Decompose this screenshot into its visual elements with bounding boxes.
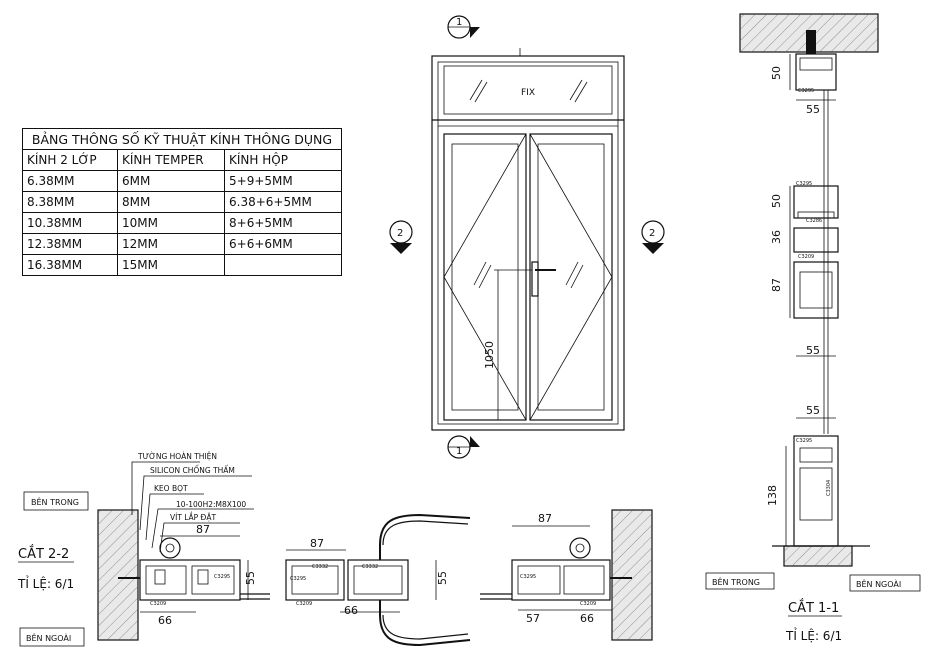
svg-text:87: 87: [196, 523, 210, 536]
door-elevation: FIX 1050 1: [389, 15, 665, 459]
table-cell: 6+6+6MM: [224, 233, 342, 255]
svg-text:C3304: C3304: [826, 480, 832, 496]
svg-text:C3295: C3295: [520, 574, 536, 580]
inside-label-box: [23, 491, 89, 511]
table-title: BẢNG THÔNG SỐ KỸ THUẬT KÍNH THÔNG DỤNG: [22, 128, 342, 150]
svg-text:66: 66: [580, 612, 594, 625]
svg-text:C3295: C3295: [290, 576, 306, 582]
table-row: 8.38MM 8MM 6.38+6+5MM: [22, 191, 342, 213]
table-cell: 15MM: [117, 254, 225, 276]
handle-height-dim: 1050: [483, 341, 496, 369]
svg-text:C3295: C3295: [796, 181, 812, 187]
svg-text:1: 1: [456, 446, 462, 457]
section-mark-2-left: 2: [389, 220, 413, 254]
svg-text:87: 87: [770, 278, 783, 292]
table-cell: 12.38MM: [22, 233, 118, 255]
svg-text:C3295: C3295: [796, 438, 812, 444]
svg-text:138: 138: [766, 485, 779, 506]
svg-text:66: 66: [158, 614, 172, 627]
svg-text:C3332: C3332: [362, 564, 378, 570]
svg-text:36: 36: [770, 230, 783, 244]
table-cell: 16.38MM: [22, 254, 118, 276]
fix-label: FIX: [521, 88, 535, 98]
svg-text:C3286: C3286: [806, 218, 822, 224]
outside-label-box-1-1: [849, 574, 921, 592]
svg-text:57: 57: [526, 612, 540, 625]
outside-label-box: [19, 627, 85, 647]
svg-text:87: 87: [310, 537, 324, 550]
svg-text:C3295: C3295: [798, 88, 814, 94]
svg-text:50: 50: [770, 66, 783, 80]
transom-glass: [443, 65, 613, 115]
section-2-2: C3295 C3209 C3332 C3332 C3295 C3209 C329…: [17, 452, 653, 647]
lever-handle-bottom: [379, 600, 471, 647]
svg-text:55: 55: [806, 344, 820, 357]
glass-spec-table: BẢNG THÔNG SỐ KỸ THUẬT KÍNH THÔNG DỤNG K…: [22, 128, 342, 276]
svg-text:C3295: C3295: [214, 574, 230, 580]
svg-text:55: 55: [436, 571, 449, 585]
section-1-1-scale: TỈ LỆ: 6/1: [785, 627, 842, 643]
svg-text:10-100H2:M8X100: 10-100H2:M8X100: [176, 500, 246, 509]
svg-text:C3209: C3209: [150, 601, 166, 607]
table-cell: [224, 254, 342, 276]
section-mark-1-top: 1: [447, 15, 480, 39]
table-row: 10.38MM 10MM 8+6+5MM: [22, 212, 342, 234]
lever-handle-top: [379, 513, 471, 560]
callouts: TƯỜNG HOÀN THIỆN SILICON CHỐNG THẤM KEO …: [131, 452, 254, 553]
right-door-leaf: [529, 133, 613, 421]
svg-text:C3332: C3332: [312, 564, 328, 570]
section-mark-1-bottom: 1: [447, 435, 480, 459]
svg-text:55: 55: [806, 404, 820, 417]
outside-label: BÊN NGOÀI: [26, 632, 71, 643]
section-mark-2-right: 2: [641, 220, 665, 254]
svg-text:66: 66: [344, 604, 358, 617]
table-row: 16.38MM 15MM: [22, 254, 342, 276]
inside-label-1-1: BÊN TRONG: [712, 576, 760, 587]
svg-text:VÍT LẮP ĐẶT: VÍT LẮP ĐẶT: [170, 512, 216, 522]
svg-text:C3209: C3209: [580, 601, 596, 607]
svg-text:55: 55: [244, 571, 257, 585]
svg-text:87: 87: [538, 512, 552, 525]
table-cell: 8+6+5MM: [224, 212, 342, 234]
svg-text:SILICON CHỐNG THẤM: SILICON CHỐNG THẤM: [150, 465, 235, 475]
svg-text:1: 1: [456, 17, 462, 28]
svg-text:TƯỜNG HOÀN THIỆN: TƯỜNG HOÀN THIỆN: [137, 452, 217, 461]
svg-text:50: 50: [770, 194, 783, 208]
table-cell: 6.38+6+5MM: [224, 191, 342, 213]
section-1-1: C3295 50 55 C3295 C3286 C3209 50 36 87 5…: [705, 13, 921, 643]
inside-label-box-1-1: [705, 572, 775, 590]
svg-text:2: 2: [649, 228, 655, 239]
svg-text:2: 2: [397, 228, 403, 239]
svg-text:55: 55: [806, 103, 820, 116]
svg-text:KEO BỌT: KEO BỌT: [154, 484, 188, 493]
table-title-row: BẢNG THÔNG SỐ KỸ THUẬT KÍNH THÔNG DỤNG: [22, 128, 342, 150]
svg-text:C3209: C3209: [296, 601, 312, 607]
svg-text:C3209: C3209: [798, 254, 814, 260]
table-row: 12.38MM 12MM 6+6+6MM: [22, 233, 342, 255]
outside-label-1-1: BÊN NGOÀI: [856, 578, 901, 589]
table-cell: 6.38MM: [22, 170, 118, 192]
section-2-2-title: CẮT 2-2: [18, 545, 69, 562]
inside-label: BÊN TRONG: [31, 496, 79, 507]
section-2-2-scale: TỈ LỆ: 6/1: [17, 575, 74, 591]
door-handle: [531, 261, 539, 297]
section-1-1-title: CẮT 1-1: [788, 599, 839, 616]
